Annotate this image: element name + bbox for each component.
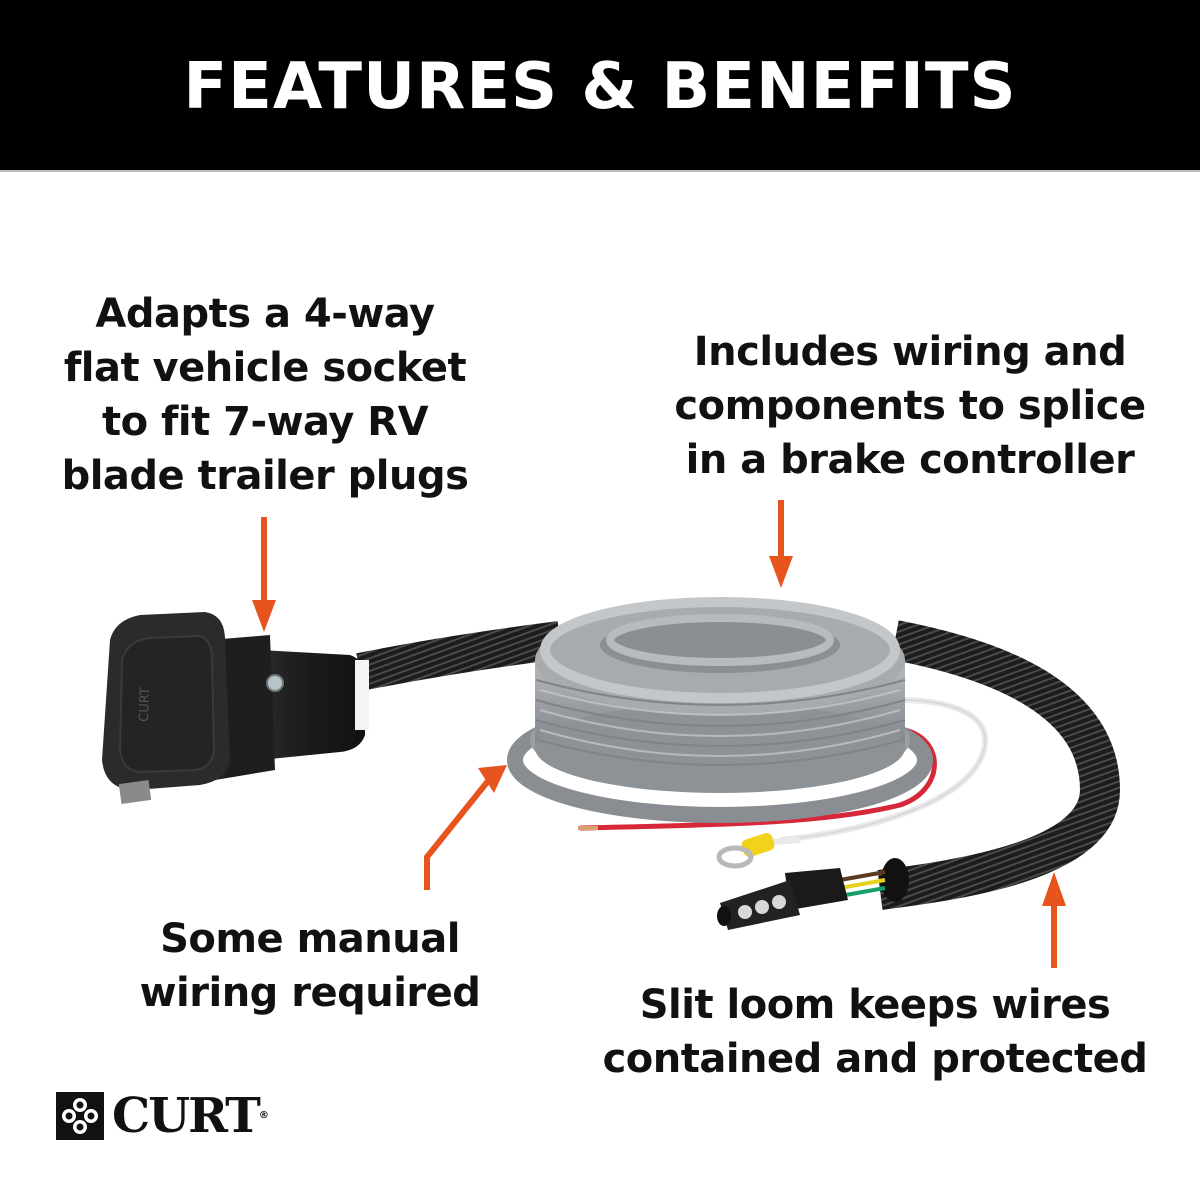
callout-line: in a brake controller — [685, 437, 1135, 483]
callout-line: components to splice — [674, 383, 1146, 429]
callout-line: Some manual — [160, 916, 460, 962]
callout-line: blade trailer plugs — [61, 453, 469, 499]
callout-line: Includes wiring and — [693, 329, 1127, 375]
brand-name: CURT® — [112, 1088, 269, 1144]
callout-manual: Some manual wiring required — [120, 912, 500, 1020]
arrow-down-adapts-icon — [252, 517, 276, 632]
header-banner: FEATURES & BENEFITS — [0, 0, 1200, 172]
callout-arrows — [252, 500, 1066, 968]
callout-line: Adapts a 4-way — [95, 291, 435, 337]
curt-logo-mark-icon — [56, 1092, 104, 1140]
page-title: FEATURES & BENEFITS — [183, 50, 1017, 124]
callout-line: wiring required — [139, 970, 481, 1016]
arrow-upright-manual-icon — [424, 765, 507, 890]
arrow-up-loom-icon — [1042, 872, 1066, 968]
callout-line: contained and protected — [602, 1036, 1148, 1082]
ring-terminal — [716, 833, 801, 869]
slit-loom-left — [356, 621, 563, 691]
callout-line: Slit loom keeps wires — [639, 982, 1111, 1028]
socket-brand-label: CURT — [137, 687, 153, 722]
callout-adapts: Adapts a 4-way flat vehicle socket to fi… — [40, 287, 490, 503]
slit-loom-right — [877, 620, 1121, 910]
wire-coil — [507, 597, 933, 823]
arrow-down-includes-icon — [769, 500, 793, 588]
seven-way-socket: CURT — [102, 612, 369, 804]
brand-logo: CURT® — [56, 1088, 269, 1144]
callout-loom: Slit loom keeps wires contained and prot… — [590, 978, 1160, 1086]
callout-line: flat vehicle socket — [63, 345, 467, 391]
flat-4-way-connector — [717, 858, 909, 930]
red-wire — [579, 727, 937, 831]
callout-line: to fit 7-way RV — [101, 399, 429, 445]
callout-includes: Includes wiring and components to splice… — [660, 325, 1160, 487]
